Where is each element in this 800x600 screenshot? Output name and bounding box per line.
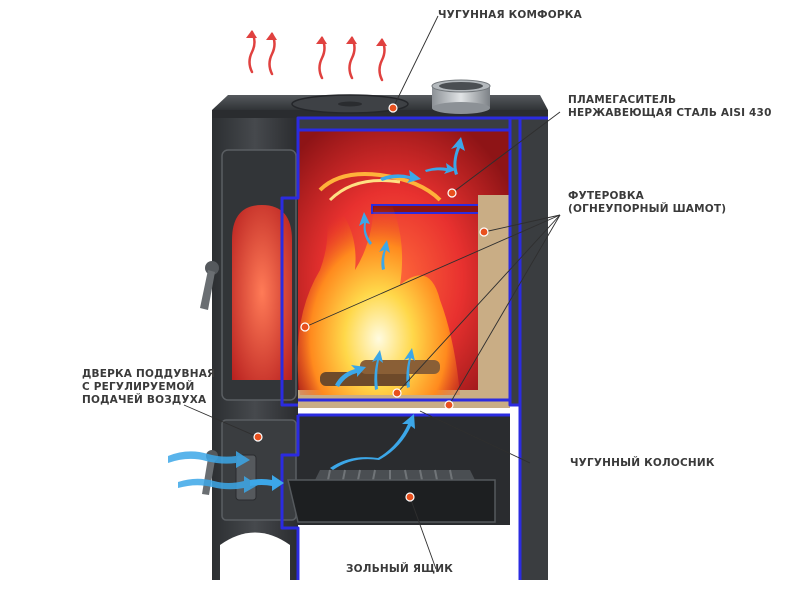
- heat-arrow: [376, 38, 387, 82]
- leader-lines: [183, 15, 561, 570]
- label-lining-line1: ФУТЕРОВКА: [568, 190, 644, 202]
- air-inflow-arrow: [168, 451, 250, 468]
- label-grate: ЧУГУННЫЙ КОЛОСНИК: [570, 457, 715, 469]
- label-flame-damper: ПЛАМЕГАСИТЕЛЬ НЕРЖАВЕЮЩАЯ СТАЛЬ AISI 430: [568, 94, 772, 120]
- marker-lining-floor: [392, 388, 402, 398]
- label-flame-damper-line2: НЕРЖАВЕЮЩАЯ СТАЛЬ AISI 430: [568, 107, 772, 119]
- heat-arrows: [246, 30, 387, 82]
- marker-damper: [447, 188, 457, 198]
- cast-iron-grate: [315, 469, 475, 481]
- leader-line-grate: [419, 410, 531, 464]
- air-inflow-arrow: [250, 475, 284, 491]
- marker-lining-wall: [479, 227, 489, 237]
- heat-flow-arrow: [379, 240, 390, 270]
- heat-flow-arrow: [359, 212, 372, 245]
- air-inflow-arrow: [178, 476, 258, 493]
- heat-flow-arrow: [451, 137, 465, 175]
- flue-pipe: [431, 79, 491, 114]
- label-lining: ФУТЕРОВКА (ОГНЕУПОРНЫЙ ШАМОТ): [568, 190, 726, 216]
- marker-ash: [405, 492, 415, 502]
- stove-leg-arch: [220, 532, 290, 580]
- fire-door-glass: [232, 205, 292, 380]
- marker-lining-back: [300, 322, 310, 332]
- hob-center: [338, 101, 362, 107]
- heat-flow-arrow: [425, 163, 456, 174]
- heat-arrow: [316, 36, 327, 80]
- label-blower-door: ДВЕРКА ПОДДУВНАЯ С РЕГУЛИРУЕМОЙ ПОДАЧЕЙ …: [82, 368, 216, 407]
- leader-line-lining-2: [304, 214, 561, 328]
- marker-blower: [253, 432, 263, 442]
- flames: [297, 170, 460, 395]
- leader-line-lining-4: [448, 214, 561, 406]
- air-inflow-arrows: [168, 451, 284, 493]
- leader-line-blower: [183, 404, 259, 438]
- heat-flow-arrow: [372, 350, 383, 390]
- chamotte-lining-right: [478, 195, 510, 395]
- heat-flow-arrow: [335, 365, 366, 387]
- leader-line-damper: [451, 111, 561, 194]
- heat-flow-arrow: [380, 170, 421, 183]
- heat-flow-arrow: [404, 348, 415, 388]
- callout-markers: [253, 103, 489, 502]
- label-blower-door-line2: С РЕГУЛИРУЕМОЙ: [82, 381, 195, 393]
- label-blower-door-line3: ПОДАЧЕЙ ВОЗДУХА: [82, 394, 207, 406]
- heat-arrow: [346, 36, 357, 80]
- marker-hob: [388, 103, 398, 113]
- label-ash-box: ЗОЛЬНЫЙ ЯЩИК: [346, 563, 453, 575]
- label-lining-line2: (ОГНЕУПОРНЫЙ ШАМОТ): [568, 203, 727, 215]
- label-blower-door-line1: ДВЕРКА ПОДДУВНАЯ: [82, 368, 216, 380]
- leader-line-hob: [392, 15, 439, 109]
- label-flame-damper-line1: ПЛАМЕГАСИТЕЛЬ: [568, 94, 677, 106]
- marker-lining-corner: [444, 400, 454, 410]
- leader-line-lining-3: [396, 214, 561, 394]
- heat-arrow: [266, 32, 277, 76]
- heat-arrow: [246, 30, 257, 74]
- leader-line-ash: [409, 496, 437, 570]
- ash-drawer: [287, 479, 496, 523]
- heat-flow-arrow: [330, 414, 415, 470]
- label-cast-iron-hob: ЧУГУННАЯ КОМФОРКА: [438, 9, 582, 21]
- steel-body-outline: [280, 116, 548, 580]
- door-handle[interactable]: [200, 261, 219, 310]
- leader-line-lining-1: [483, 214, 561, 233]
- heat-flow-arrows: [330, 137, 465, 470]
